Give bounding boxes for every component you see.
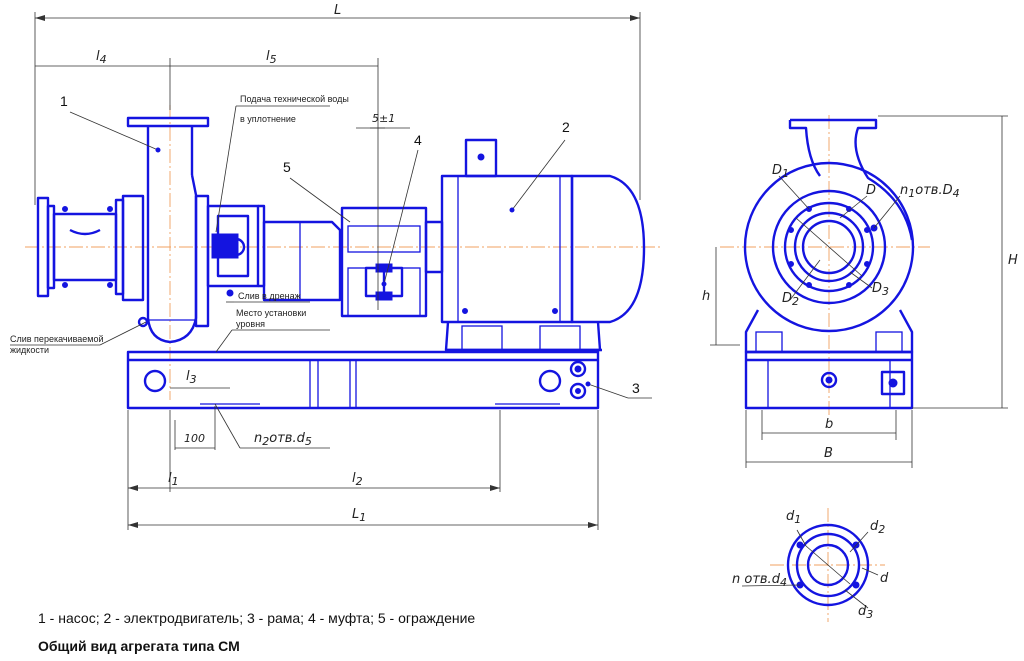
dim-d1: d1 <box>786 509 801 526</box>
dim-b: b <box>825 417 833 432</box>
note-install: Место установки <box>236 308 306 318</box>
dim-L1: L1 <box>352 507 366 524</box>
note-water-supply: Подача технической воды <box>240 94 349 104</box>
dim-l2: l2 <box>352 471 363 488</box>
dim-H: H <box>1008 253 1018 268</box>
frame <box>126 350 600 410</box>
side-dimensions <box>34 12 641 530</box>
dim-100: 100 <box>184 432 205 445</box>
dim-D: D <box>866 183 876 198</box>
callout-2: 2 <box>562 119 570 135</box>
dim-D2: D2 <box>782 291 799 308</box>
motor <box>424 138 646 352</box>
side-leaders <box>10 105 652 399</box>
dim-D1: D1 <box>772 163 789 180</box>
note-level: уровня <box>236 319 265 329</box>
note-pumped-drain: Слив перекачиваемой <box>10 334 104 344</box>
dim-n-otv: n отв.d4 <box>732 572 787 589</box>
dim-d3: d3 <box>858 604 873 621</box>
dim-B: B <box>824 446 833 461</box>
dim-d2: d2 <box>870 519 885 536</box>
note-drain: Слив в дренаж <box>238 291 301 301</box>
note-seal: в уплотнение <box>240 114 296 124</box>
dim-n1: n1отв.D4 <box>900 183 960 200</box>
dim-n2: n2отв.d5 <box>254 431 312 448</box>
callout-5: 5 <box>283 159 291 175</box>
flange-detail: d1 d2 d d3 n отв.d4 <box>732 508 889 622</box>
callout-3: 3 <box>632 380 640 396</box>
dim-l1: l1 <box>168 471 179 488</box>
callout-1: 1 <box>60 93 68 109</box>
dim-l4: l4 <box>96 49 107 66</box>
callout-4: 4 <box>414 132 422 148</box>
front-view: D1 D n1отв.D4 D2 D3 h H b B <box>702 115 1018 468</box>
dim-D3: D3 <box>872 281 889 298</box>
dim-gap: 5±1 <box>372 112 395 125</box>
dim-l5: l5 <box>266 49 277 66</box>
pump <box>36 116 342 344</box>
note-liquid: жидкости <box>10 345 49 355</box>
dim-l3: l3 <box>186 369 197 386</box>
dim-L: L <box>334 3 341 18</box>
side-view: L l4 l5 5±1 l3 100 n2отв.d5 l1 l2 L1 Под… <box>10 3 660 530</box>
dim-h: h <box>702 289 710 304</box>
dim-d: d <box>880 571 889 586</box>
drawing-caption: Общий вид агрегата типа СМ <box>38 638 240 654</box>
parts-legend: 1 - насос; 2 - электродвигатель; 3 - рам… <box>38 610 476 626</box>
